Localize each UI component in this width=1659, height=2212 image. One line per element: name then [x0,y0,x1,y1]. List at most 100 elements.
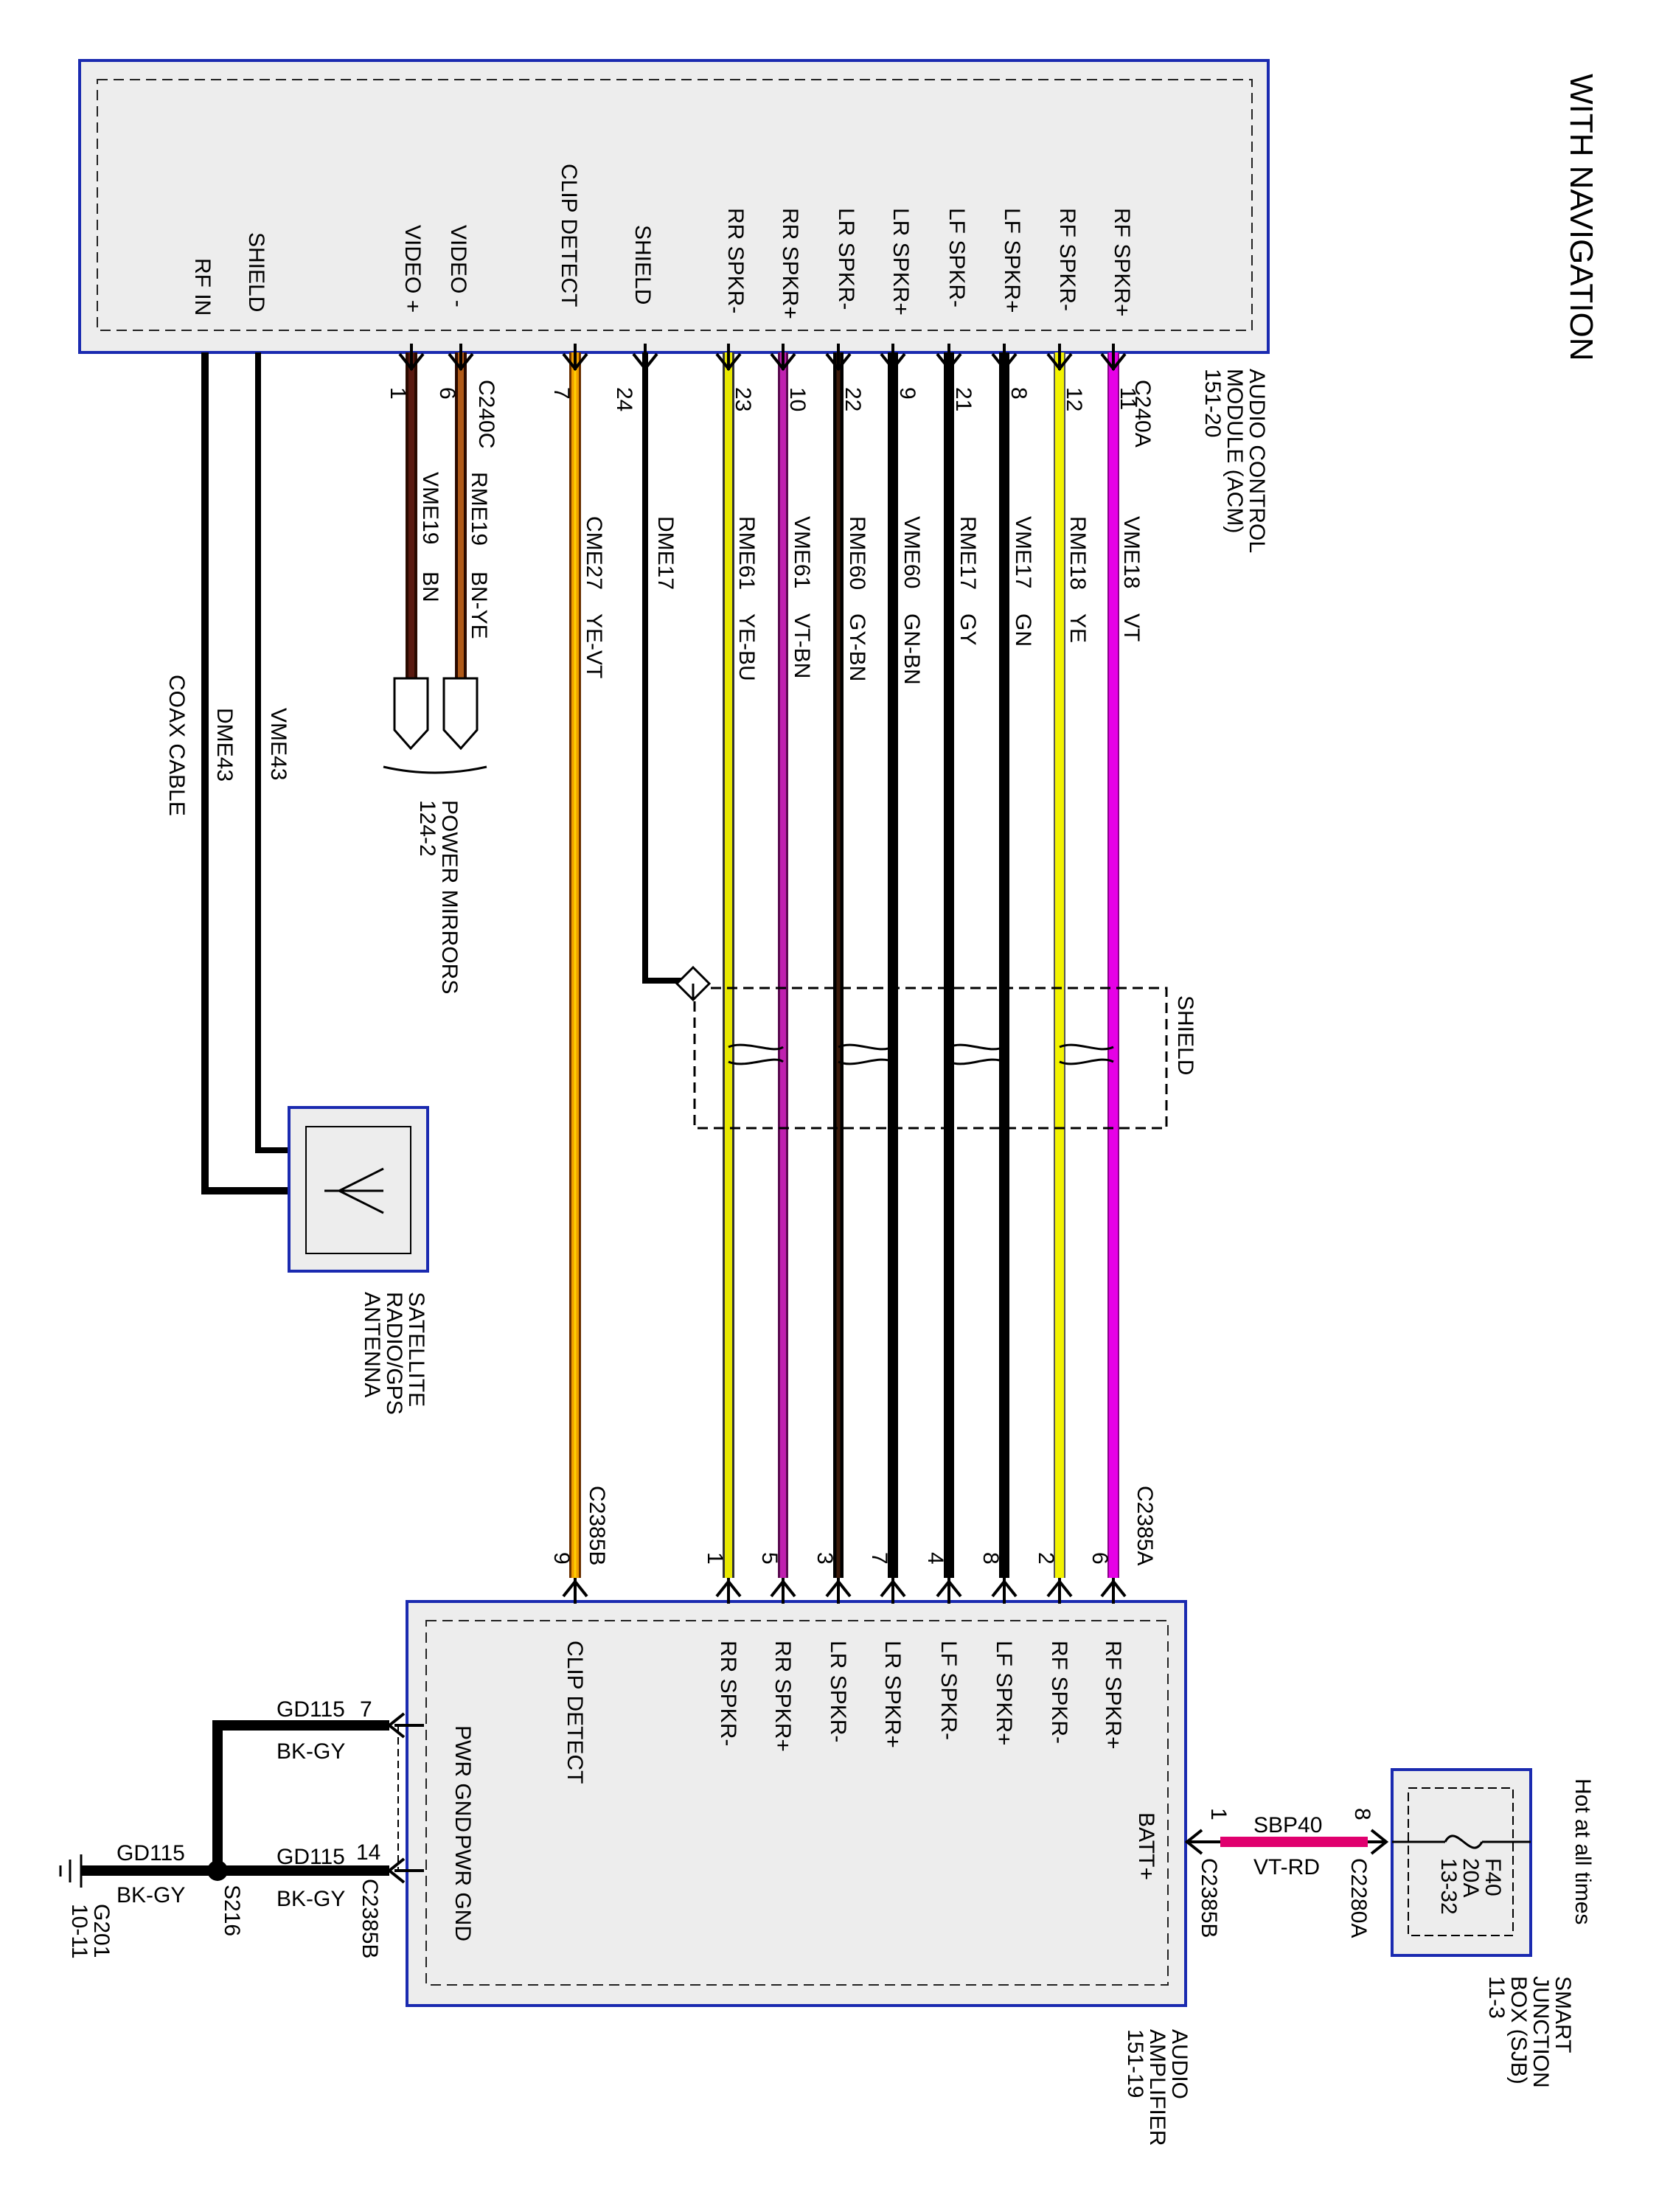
fuse-icon [1444,1834,1484,1849]
amp-name-2: AMPLIFIER [1145,2029,1169,2146]
audio-amplifier: AUDIO AMPLIFIER 151-19 C2385A C2385B [406,1486,1192,2146]
power-mirrors-label-1: POWER MIRRORS [437,800,462,994]
acm-pin-cme27: 7 [549,387,574,400]
shield-label: SHIELD [1173,995,1197,1075]
satellite-antenna: SATELLITE RADIO/GPS ANTENNA VME43 DME43 … [164,675,429,1415]
antenna-coax-cable: COAX CABLE [164,675,189,816]
acm-signal-rf-spkr-pos: RF SPKR+ [1110,208,1134,317]
power-circuit: SBP40 [1253,1813,1322,1837]
amp-signal-rf-spkr-neg: RF SPKR- [1047,1641,1071,1744]
acm-connector-a: C240A [1130,380,1155,448]
wire-color-rme60: GY-BN [845,613,869,681]
acm-pin-dme17: 24 [612,387,636,411]
amp-signal-lf-spkr-pos: LF SPKR+ [992,1641,1016,1746]
wire-circuit-rme60: RME60 [845,516,869,590]
splice-s216 [207,1860,228,1881]
acm-pin-vme18: 11 [1116,387,1140,410]
sjb-name-3: BOX (SJB) [1506,1976,1531,2084]
ground-pin-7: 7 [360,1697,372,1722]
acm-connector-c: C240C [474,380,498,448]
ground-color-upper: BK-GY [276,1739,345,1764]
diagram-title: WITH NAVIGATION [1563,74,1599,361]
wire-color-vme18: VT [1119,613,1144,641]
acm-signal-lr-spkr-pos: LR SPKR+ [888,208,913,316]
ground-icon [59,1854,83,1888]
wire-color-rme19: BN-YE [467,571,491,639]
power-mirrors-label-2: 124-2 [415,800,439,857]
wire-circuit-rme18: RME18 [1065,516,1090,590]
amp-pin-rme60: 3 [813,1552,837,1565]
fuse-label-2: 20A [1458,1858,1483,1897]
ground-point: G201 [89,1904,114,1958]
amp-signal-pwr-gnd-1: PWR GND [451,1725,475,1832]
wire-circuit-vme17: VME17 [1011,516,1035,588]
ground-connector: C2385B [358,1879,382,1958]
acm-name-3: 151-20 [1200,369,1225,437]
wire-circuit-cme27: CME27 [582,516,606,590]
acm-signal-video-pos: VIDEO + [400,225,425,313]
fuse-label-3: 13-32 [1436,1858,1461,1915]
amp-signal-labels: RF SPKR+ RF SPKR- LF SPKR+ LF SPKR- LR S… [451,1641,1158,1941]
acm-module: AUDIO CONTROL MODULE (ACM) 151-20 C240A … [78,59,1270,553]
wire-circuit-vme60: VME60 [900,516,924,588]
amp-signal-rr-spkr-pos: RR SPKR+ [771,1641,795,1752]
power-feed: 1 C2385B 8 C2280A SBP40 VT-RD [1184,1808,1389,1938]
amp-pin-vme17: 8 [978,1552,1003,1565]
splice-label: S216 [220,1885,244,1936]
amp-name-1: AUDIO [1167,2029,1192,2099]
amp-signal-lf-spkr-neg: LF SPKR- [936,1641,961,1740]
power-mirrors-connector: POWER MIRRORS 124-2 [383,677,487,994]
ground-circuit: 7 14 C2385B GD115 BK-GY GD115 BK-GY GD11… [59,1697,424,1959]
acm-pin-arrows [398,344,1127,372]
ground-circuit-main: GD115 [116,1841,185,1865]
wire-circuit-vme61: VME61 [790,516,814,588]
amp-pin-vme60: 7 [867,1552,891,1565]
wire-circuit-rme19: RME19 [467,472,491,546]
antenna-name-3: ANTENNA [360,1292,384,1397]
acm-signal-rr-spkr-neg: RR SPKR- [723,208,748,313]
ground-ref: 10-11 [67,1904,91,1959]
wire-color-vme61: VT-BN [790,613,814,678]
acm-pin-rme19: 6 [435,387,459,400]
acm-pin-vme19: 1 [386,387,410,400]
wire-labels: VME18 VT RME18 YE VME17 GN RME17 GY VME6… [418,472,1144,685]
wire-circuit-dme17: DME17 [653,516,678,590]
amp-pin-vme61: 5 [757,1552,782,1565]
fuse-label-1: F40 [1481,1858,1505,1896]
smart-junction-box: F40 20A 13-32 Hot at all times SMART JUN… [1391,1768,1595,2088]
acm-name-1: AUDIO CONTROL [1245,369,1269,553]
acm-pin-numbers: 11 12 8 21 9 22 10 23 24 7 6 1 [386,387,1140,411]
power-amp-connector: C2385B [1197,1858,1221,1938]
amp-pin-rme17: 4 [923,1552,947,1565]
acm-signal-shield: SHIELD [630,225,655,305]
acm-name-2: MODULE (ACM) [1222,369,1247,533]
ground-color-lower: BK-GY [276,1887,345,1911]
amp-signal-lr-spkr-neg: LR SPKR- [826,1641,850,1742]
sjb-name-4: 11-3 [1484,1976,1509,2019]
ground-circuit-upper: GD115 [276,1697,345,1722]
amp-pin-rme61: 1 [703,1552,727,1565]
hot-at-all-times: Hot at all times [1571,1778,1595,1924]
acm-signal-labels: RF SPKR+ RF SPKR- LF SPKR+ LF SPKR- LR S… [190,164,1134,319]
acm-signal-video-neg: VIDEO - [446,225,470,307]
amp-connector-b: C2385B [585,1486,609,1565]
amp-signal-batt-pos: BATT+ [1134,1812,1158,1880]
amp-name-3: 151-19 [1123,2029,1147,2098]
acm-signal-rf-in: RF IN [190,258,215,316]
power-sjb-connector: C2280A [1346,1858,1371,1938]
power-sjb-pin: 8 [1350,1808,1374,1820]
amp-pin-rme18: 2 [1034,1552,1058,1565]
amp-pin-cme27: 9 [549,1552,574,1565]
acm-signal-rr-spkr-pos: RR SPKR+ [778,208,802,319]
acm-pin-rme17: 21 [951,387,975,411]
wire-color-rme18: YE [1065,613,1090,643]
ground-pin-14: 14 [356,1840,380,1865]
amp-signal-rf-spkr-pos: RF SPKR+ [1101,1641,1125,1750]
wire-color-rme17: GY [956,613,980,645]
amp-pin-vme18: 6 [1088,1552,1112,1565]
acm-pin-rme61: 23 [731,387,755,411]
power-wire-color: VT-RD [1253,1855,1320,1879]
acm-signal-shield-2: SHIELD [244,232,268,312]
antenna-wire-vme43: VME43 [266,708,291,780]
